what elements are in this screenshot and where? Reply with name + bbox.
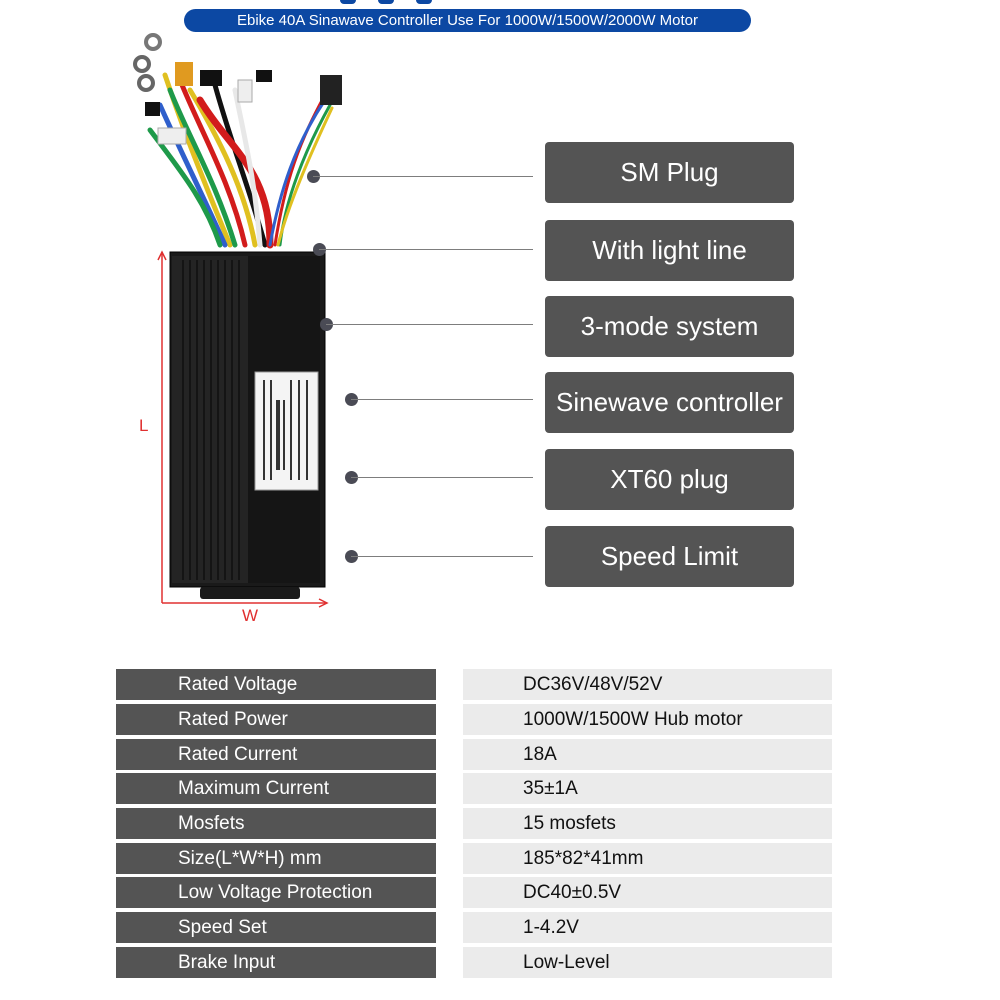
callout-leader-line xyxy=(319,249,533,250)
connector xyxy=(237,79,253,103)
callout-speed-limit: Speed Limit xyxy=(545,526,794,587)
page-title: Ebike 40A Sinawave Controller Use For 10… xyxy=(184,9,751,32)
length-dimension-label: L xyxy=(139,416,149,435)
ring-terminal xyxy=(144,33,162,51)
xt60-connector xyxy=(175,62,193,86)
callout-sinewave-controller: Sinewave controller xyxy=(545,372,794,433)
spec-label: Mosfets xyxy=(116,808,436,839)
spec-label: Rated Current xyxy=(116,739,436,770)
callout-3-mode-system: 3-mode system xyxy=(545,296,794,357)
spec-value: 1-4.2V xyxy=(463,912,832,943)
callout-leader-line xyxy=(351,556,533,557)
wire-harness xyxy=(147,72,334,249)
spec-value: 18A xyxy=(463,739,832,770)
connector xyxy=(256,70,272,82)
spec-value: 1000W/1500W Hub motor xyxy=(463,704,832,735)
spec-value: 15 mosfets xyxy=(463,808,832,839)
title-decoration xyxy=(416,0,432,4)
dimension-arrows xyxy=(157,250,329,608)
callout-leader-line xyxy=(351,477,533,478)
controller-body xyxy=(169,251,326,599)
spec-label: Size(L*W*H) mm xyxy=(116,843,436,874)
spec-label: Rated Power xyxy=(116,704,436,735)
spec-label: Maximum Current xyxy=(116,773,436,804)
width-dimension-label: W xyxy=(242,606,259,625)
connectors xyxy=(133,33,342,145)
sm-plug xyxy=(320,75,342,105)
spec-value: 185*82*41mm xyxy=(463,843,832,874)
callout-light-line: With light line xyxy=(545,220,794,281)
callout-leader-line xyxy=(326,324,533,325)
callout-xt60-plug: XT60 plug xyxy=(545,449,794,510)
spec-label: Speed Set xyxy=(116,912,436,943)
mounting-bracket xyxy=(200,587,300,599)
spec-value: DC36V/48V/52V xyxy=(463,669,832,700)
spec-label: Rated Voltage xyxy=(116,669,436,700)
spec-value: Low-Level xyxy=(463,947,832,978)
connector xyxy=(200,70,222,86)
connector xyxy=(145,102,160,116)
callout-leader-line xyxy=(351,399,533,400)
title-decoration xyxy=(340,0,356,4)
callout-leader-line xyxy=(313,176,533,177)
callout-sm-plug: SM Plug xyxy=(545,142,794,203)
ring-terminal xyxy=(133,55,151,73)
spec-label: Low Voltage Protection xyxy=(116,877,436,908)
product-image xyxy=(133,33,342,608)
spec-value: DC40±0.5V xyxy=(463,877,832,908)
spec-label: Brake Input xyxy=(116,947,436,978)
spec-value: 35±1A xyxy=(463,773,832,804)
title-decoration xyxy=(378,0,394,4)
ring-terminal xyxy=(137,74,155,92)
connector xyxy=(157,127,187,145)
